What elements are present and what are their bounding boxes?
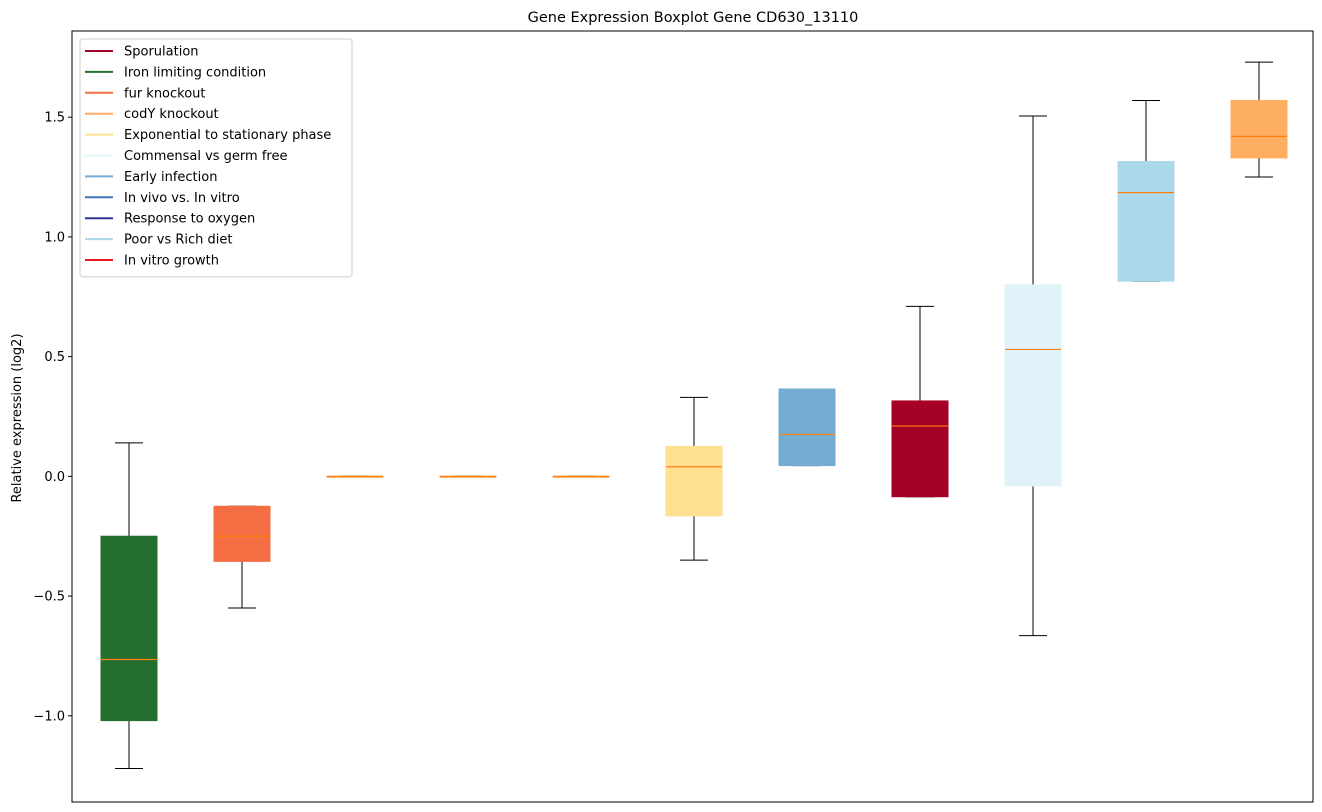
legend-label: In vitro growth [124, 254, 219, 269]
box-body [1117, 160, 1175, 282]
legend-label: Sporulation [124, 45, 199, 60]
box-body [778, 388, 836, 467]
box-body [213, 505, 271, 562]
box-body [1230, 99, 1288, 159]
legend-label: Early infection [124, 170, 217, 185]
box-group [552, 475, 610, 478]
y-tick-label: −0.5 [33, 590, 65, 605]
legend-label: Exponential to stationary phase [124, 128, 331, 143]
legend-label: In vivo vs. In vitro [124, 191, 240, 206]
plot-frame [71, 30, 1314, 803]
legend-label: Iron limiting condition [124, 65, 266, 80]
box-body [891, 400, 949, 498]
y-tick-label: 1.5 [44, 111, 65, 126]
y-tick-label: 1.0 [44, 230, 65, 245]
y-tick-label: 0.5 [44, 350, 65, 365]
legend-label: Response to oxygen [124, 212, 255, 227]
box-body [100, 535, 158, 722]
legend-label: Poor vs Rich diet [124, 233, 232, 248]
y-tick-label: −1.0 [33, 709, 65, 724]
box-group [439, 475, 497, 478]
box-group [100, 442, 158, 769]
chart-title: Gene Expression Boxplot Gene CD630_13110 [528, 10, 859, 26]
y-tick-label: 0.0 [44, 470, 65, 485]
legend-label: codY knockout [124, 107, 219, 122]
boxes-layer [100, 61, 1288, 769]
box-body [665, 445, 723, 517]
box-group [1230, 61, 1288, 178]
box-group [778, 388, 836, 467]
box-group [891, 305, 949, 498]
box-group [1117, 99, 1175, 282]
y-axis-label: Relative expression (log2) [10, 333, 25, 502]
box-group [665, 396, 723, 561]
y-ticks: −1.0 −0.5 0.0 0.5 1.0 1.5 [33, 111, 72, 724]
legend-label: Commensal vs germ free [124, 149, 287, 164]
box-group [326, 475, 384, 478]
legend-frame [79, 38, 353, 278]
legend-label: fur knockout [124, 86, 206, 101]
box-group [213, 505, 271, 609]
box-group [1004, 115, 1062, 637]
box-body [1004, 284, 1062, 487]
